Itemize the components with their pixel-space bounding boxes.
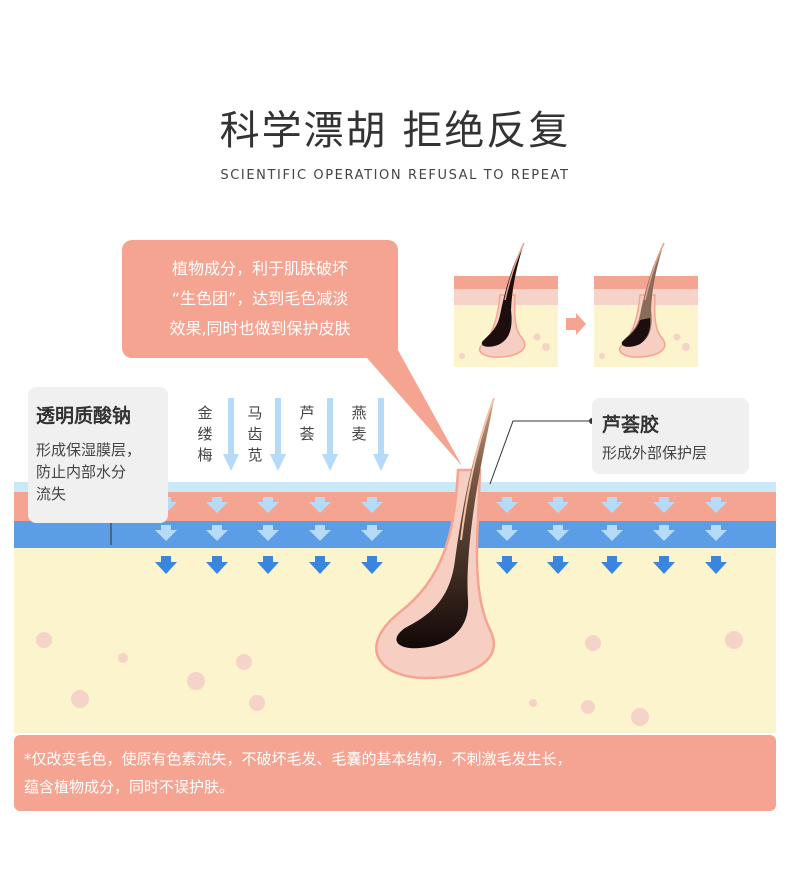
ingredient-label-oat: 燕麦 [351,404,367,443]
penetration-arrow [155,556,177,574]
penetration-arrow [257,556,279,574]
penetration-arrow [361,556,383,574]
bubble-line: “生色团”，达到毛色减淡 [171,289,349,308]
dermis-dot [187,672,205,690]
penetration-arrow [601,525,623,541]
skin-outer-layer [14,482,776,492]
arrows-dermis [155,556,727,574]
penetration-arrow [653,556,675,574]
aloe-title: 芦荟胶 [602,414,660,436]
penetration-arrow [547,556,569,574]
disclaimer-line: *仅改变毛色，使原有色素流失，不破坏毛发、毛囊的基本结构，不刺激毛发生长， [24,750,572,768]
dermis-dot [725,631,743,649]
ingredient-arrow [322,398,338,471]
aloe-desc: 形成外部保护层 [602,444,708,462]
penetration-arrow [361,525,383,541]
hyaluronate-card: 透明质酸钠 形成保湿膜层， 防止内部水分 流失 [28,387,168,523]
skin-blue-layer [14,521,776,548]
dermis-dot [631,708,649,726]
penetration-arrow [206,525,228,541]
page-subtitle: SCIENTIFIC OPERATION REFUSAL TO REPEAT [220,168,570,183]
hyaluronate-desc: 形成保湿膜层， 防止内部水分 流失 [36,439,141,505]
ingredient-arrow [270,398,286,471]
ingredient-arrows [223,398,389,471]
before-after-arrow-icon [566,313,586,335]
dermis-dot [118,653,128,663]
penetration-arrow [496,525,518,541]
after-illustration [594,242,698,367]
penetration-arrow [309,497,331,513]
right-connector [489,420,592,485]
ingredient-arrow [373,398,389,471]
penetration-arrow [705,525,727,541]
penetration-arrow [547,525,569,541]
aloe-card: 芦荟胶 形成外部保护层 [592,398,749,474]
penetration-arrow [361,497,383,513]
penetration-arrow [257,497,279,513]
penetration-arrow [496,556,518,574]
penetration-arrow [601,497,623,513]
penetration-arrow [309,525,331,541]
dermis-dot [585,635,601,651]
penetration-arrow [206,556,228,574]
penetration-arrow [206,497,228,513]
dermis-dot [249,695,265,711]
dermis-dot [529,699,537,707]
penetration-arrow [257,525,279,541]
hair-shaft-highlight [460,397,495,541]
penetration-arrow [653,497,675,513]
hyaluronate-title: 透明质酸钠 [36,405,132,427]
ingredient-label-aloe: 芦荟 [299,404,315,443]
penetration-arrow [601,556,623,574]
penetration-arrow [653,525,675,541]
ingredient-label-purslane: 马齿苋 [247,404,263,464]
penetration-arrow [496,497,518,513]
dermis-dot [36,632,52,648]
bubble-line: 植物成分，利于肌肤破坏 [171,259,348,278]
disclaimer-note: *仅改变毛色，使原有色素流失，不破坏毛发、毛囊的基本结构，不刺激毛发生长， 蕴含… [14,735,776,811]
penetration-arrow [547,497,569,513]
penetration-arrow [155,525,177,541]
penetration-arrow [705,497,727,513]
ingredient-label-witch-hazel: 金缕梅 [197,404,213,464]
hyaluronate-desc-line: 防止内部水分 [36,463,127,481]
penetration-arrow [705,556,727,574]
hair-shaft [396,398,494,649]
ingredient-arrow [223,398,239,471]
before-illustration [454,242,558,367]
dermis-dots [36,631,743,726]
page-title: 科学漂胡 拒绝反复 [219,108,571,154]
hyaluronate-desc-line: 流失 [36,485,67,503]
dermis-dot [581,700,595,714]
arrows-blue-layer [155,525,727,541]
dermis-dot [236,654,252,670]
hyaluronate-desc-line: 形成保湿膜层， [36,441,142,459]
bubble-line: 效果,同时也做到保护皮肤 [169,319,351,338]
dermis-dot [71,690,89,708]
penetration-arrow [309,556,331,574]
disclaimer-line: 蕴含植物成分，同时不误护肤。 [24,778,235,796]
hair-follicle-main [375,397,496,680]
bubble-tail [360,350,462,466]
ingredient-bubble: 植物成分，利于肌肤破坏 “生色团”，达到毛色减淡 效果,同时也做到保护皮肤 [122,240,398,358]
